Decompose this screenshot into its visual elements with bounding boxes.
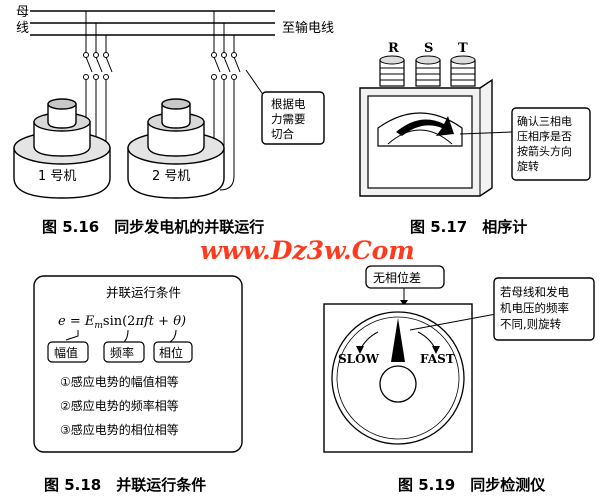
phase-s-label: S: [424, 41, 433, 56]
synchroscope-callout-pointer: [409, 313, 497, 331]
meter-callout-line-2: 压相序是否: [517, 129, 572, 143]
switch-callout-box: [261, 91, 325, 145]
switch-callout-line-3: 切合: [271, 127, 294, 141]
fig-5-16-caption: 图 5.16 同步发电机的并联运行: [42, 218, 264, 236]
fig-5-19-caption: 图 5.19 同步检测仪: [398, 476, 546, 494]
bus-label-char-2: 线: [16, 21, 29, 36]
tag-frequency-label: 频率: [110, 345, 134, 360]
fast-label: FAST: [420, 352, 455, 366]
synchroscope-callout-line-3: 不同,则旋转: [500, 317, 562, 331]
tag-phase: [153, 341, 193, 363]
emf-formula: e = Emsin(2πft + θ): [58, 314, 186, 331]
terminal-s: [415, 55, 441, 87]
generator-2-label: 2 号机: [152, 169, 190, 184]
conditions-panel: [33, 275, 243, 453]
synchroscope-callout-line-2: 机电压的频率: [500, 301, 569, 315]
fig-5-17-caption: 图 5.17 相序计: [410, 218, 527, 236]
slow-label: SLOW: [338, 352, 380, 366]
synchroscope-callout-line-1: 若母线和发电: [500, 285, 569, 299]
callout-pointer: [245, 69, 265, 97]
meter-callout-pointer: [459, 131, 513, 135]
terminal-r: [379, 55, 405, 87]
meter-callout-line-4: 旋转: [517, 159, 539, 173]
generator-1-label: 1 号机: [38, 169, 76, 184]
dial-hub: [379, 365, 417, 403]
meter-callout-line-3: 按箭头方向: [517, 144, 572, 158]
switch-callout-line-1: 根据电: [271, 97, 306, 111]
tag-amplitude: [47, 341, 89, 363]
phase-r-label: R: [388, 41, 399, 56]
generator-2: 2 号机: [127, 98, 225, 199]
fig-5-16-parallel-generators: 母 线 至输电线: [13, 5, 334, 236]
fig-5-18-parallel-conditions: 并联运行条件 e = Emsin(2πft + θ) 幅值 频率 相位 ①感应电…: [33, 275, 243, 494]
terminal-t: [450, 55, 476, 87]
transmission-line-label: 至输电线: [282, 20, 334, 36]
synchroscope-callout-box: [493, 277, 595, 341]
switch-callout-line-2: 力需要: [271, 112, 306, 126]
generator-1: 1 号机: [13, 98, 111, 199]
fig-5-17-phase-sequence-meter: R S T 确认三相电 压相序是否 按: [359, 41, 591, 236]
site-watermark: www.Dz3w.Com: [200, 236, 415, 265]
phase-t-label: T: [458, 41, 468, 56]
rotation-arrow-icon: [396, 116, 454, 136]
fig-5-18-caption: 图 5.18 并联运行条件: [44, 476, 206, 494]
tag-amplitude-label: 幅值: [54, 345, 78, 360]
condition-3: ③感应电势的相位相等: [60, 422, 179, 437]
bus-label-char-1: 母: [16, 5, 29, 20]
meter-callout-line-1: 确认三相电: [517, 115, 572, 128]
synchroscope-needle-icon: [391, 318, 405, 362]
conditions-title: 并联运行条件: [106, 285, 181, 300]
meter-callout-box: [511, 107, 591, 181]
tag-frequency: [103, 341, 145, 363]
no-phase-diff-box: [365, 265, 445, 289]
fig-5-19-synchroscope: 无相位差 SLOW FAST 若母线和发电 机电压的频率 不同,则旋转 图 5.…: [323, 265, 595, 494]
no-phase-diff-label: 无相位差: [373, 270, 421, 285]
tag-phase-label: 相位: [159, 345, 183, 360]
condition-2: ②感应电势的频率相等: [60, 398, 179, 413]
condition-1: ①感应电势的幅值相等: [60, 374, 179, 389]
